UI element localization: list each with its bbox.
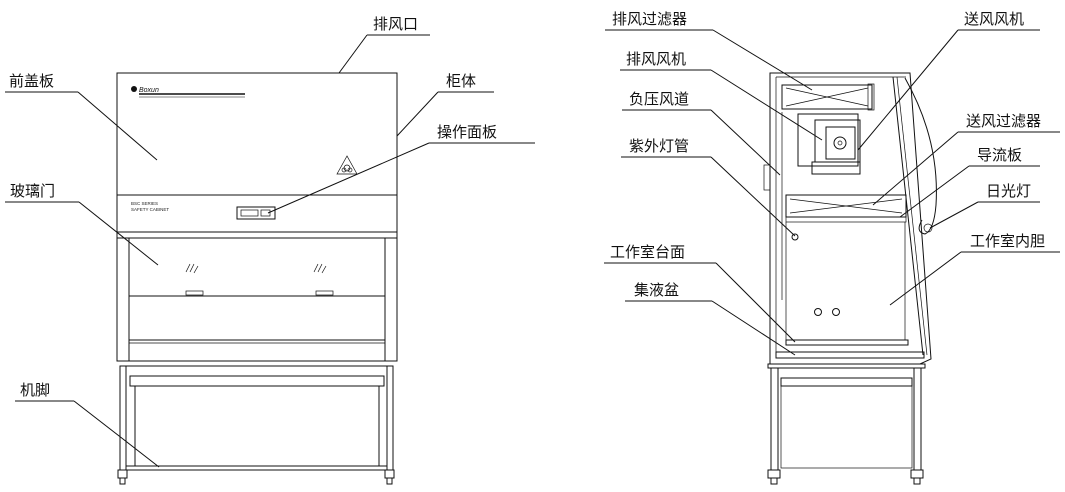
stand-frame bbox=[117, 365, 395, 485]
label-front-cover: 前盖板 bbox=[9, 72, 54, 90]
side-view: 排风过滤器 排风风机 负压风道 紫外灯管 工作室台面 集液盆 送风风机 送风过滤… bbox=[604, 10, 1060, 485]
label-work-surface: 工作室台面 bbox=[610, 243, 685, 261]
exhaust-fan bbox=[797, 113, 861, 175]
label-uv-lamp: 紫外灯管 bbox=[629, 137, 689, 155]
front-view: Boxun BSC SERIES SAFETY CABINET bbox=[5, 15, 535, 485]
label-drip-tray: 集液盆 bbox=[634, 281, 679, 299]
panel-series-text: BSC SERIES bbox=[131, 201, 158, 206]
cabinet-body-outline bbox=[116, 72, 398, 362]
label-negative-pressure-duct: 负压风道 bbox=[629, 90, 689, 108]
label-exhaust-port: 排风口 bbox=[373, 15, 418, 33]
label-stand-legs: 机脚 bbox=[20, 381, 50, 399]
label-diffuser-plate: 导流板 bbox=[977, 146, 1022, 164]
label-chamber-liner: 工作室内胆 bbox=[970, 232, 1045, 250]
door-handle-left bbox=[185, 290, 204, 296]
label-glass-door: 玻璃门 bbox=[10, 182, 55, 200]
glass-reflection-mark-right bbox=[313, 263, 327, 274]
lamp-hood bbox=[904, 77, 937, 235]
svg-text:Boxun: Boxun bbox=[139, 87, 159, 94]
side-cabinet-shell bbox=[769, 72, 932, 365]
control-panel-display bbox=[236, 206, 276, 220]
work-surface bbox=[785, 339, 909, 346]
supply-filter bbox=[785, 194, 907, 223]
label-fluorescent-lamp: 日光灯 bbox=[986, 182, 1031, 200]
label-supply-filter: 送风过滤器 bbox=[966, 112, 1041, 130]
glass-reflection-mark-left bbox=[185, 263, 199, 274]
exhaust-filter bbox=[781, 83, 875, 111]
uv-lamp bbox=[791, 233, 799, 241]
label-exhaust-fan: 排风风机 bbox=[626, 50, 686, 68]
label-control-panel: 操作面板 bbox=[437, 123, 497, 141]
label-supply-fan: 送风风机 bbox=[964, 10, 1024, 28]
label-cabinet-body: 柜体 bbox=[446, 72, 476, 90]
door-handle-right bbox=[315, 290, 334, 296]
glass-door-panel bbox=[128, 237, 386, 297]
side-stand-frame bbox=[767, 363, 926, 485]
panel-name-text: SAFETY CABINET bbox=[131, 207, 169, 212]
drip-tray bbox=[775, 351, 925, 359]
biohazard-icon bbox=[336, 155, 358, 175]
label-exhaust-filter: 排风过滤器 bbox=[612, 10, 687, 28]
chamber-liner bbox=[785, 222, 906, 341]
brand-logo: Boxun bbox=[131, 86, 245, 98]
